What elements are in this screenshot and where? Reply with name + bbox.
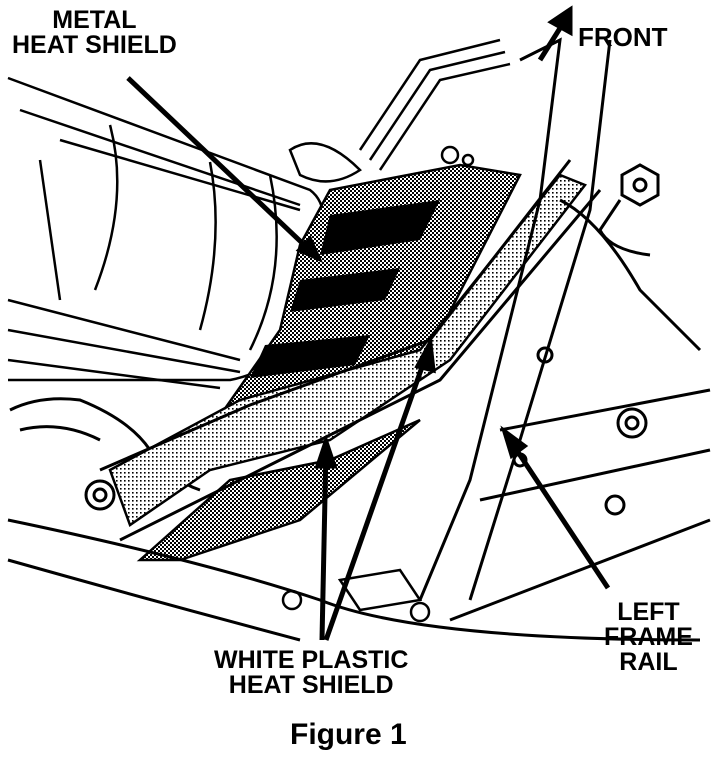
arrowhead-left-frame-rail — [500, 425, 529, 460]
figure-caption: Figure 1 — [290, 718, 407, 751]
arrowhead-white-shield-2 — [414, 335, 436, 374]
arrowhead-white-shield-1 — [314, 434, 338, 469]
leader-front — [537, 23, 565, 62]
leader-white-shield-2 — [323, 349, 431, 641]
label-white-plastic-heat-shield: WHITE PLASTIC HEAT SHIELD — [214, 648, 408, 698]
leader-lines — [126, 5, 611, 641]
label-metal-heat-shield-line1: METAL — [52, 6, 137, 34]
brake-lines — [288, 38, 511, 183]
bolt-icon — [598, 163, 660, 257]
label-left-frame-rail-line2: FRAME — [604, 623, 693, 651]
arrowhead-front — [547, 5, 573, 37]
label-front: FRONT — [578, 22, 668, 52]
label-white-plastic-heat-shield-line2: HEAT SHIELD — [228, 671, 394, 699]
label-metal-heat-shield: METAL HEAT SHIELD — [12, 8, 177, 58]
leader-white-shield-1 — [319, 447, 329, 641]
label-left-frame-rail-line3: RAIL — [619, 648, 678, 676]
label-metal-heat-shield-line2: HEAT SHIELD — [12, 31, 177, 59]
lower-mounts — [281, 568, 431, 623]
metal-heat-shield — [207, 163, 522, 442]
leader-metal-heat-shield — [126, 76, 320, 260]
label-left-frame-rail: LEFT FRAME RAIL — [604, 600, 693, 675]
label-white-plastic-heat-shield-line1: WHITE PLASTIC — [214, 646, 409, 674]
leader-left-frame-rail — [507, 438, 611, 590]
arrowhead-metal-heat-shield — [295, 235, 323, 263]
label-left-frame-rail-line1: LEFT — [617, 598, 680, 626]
